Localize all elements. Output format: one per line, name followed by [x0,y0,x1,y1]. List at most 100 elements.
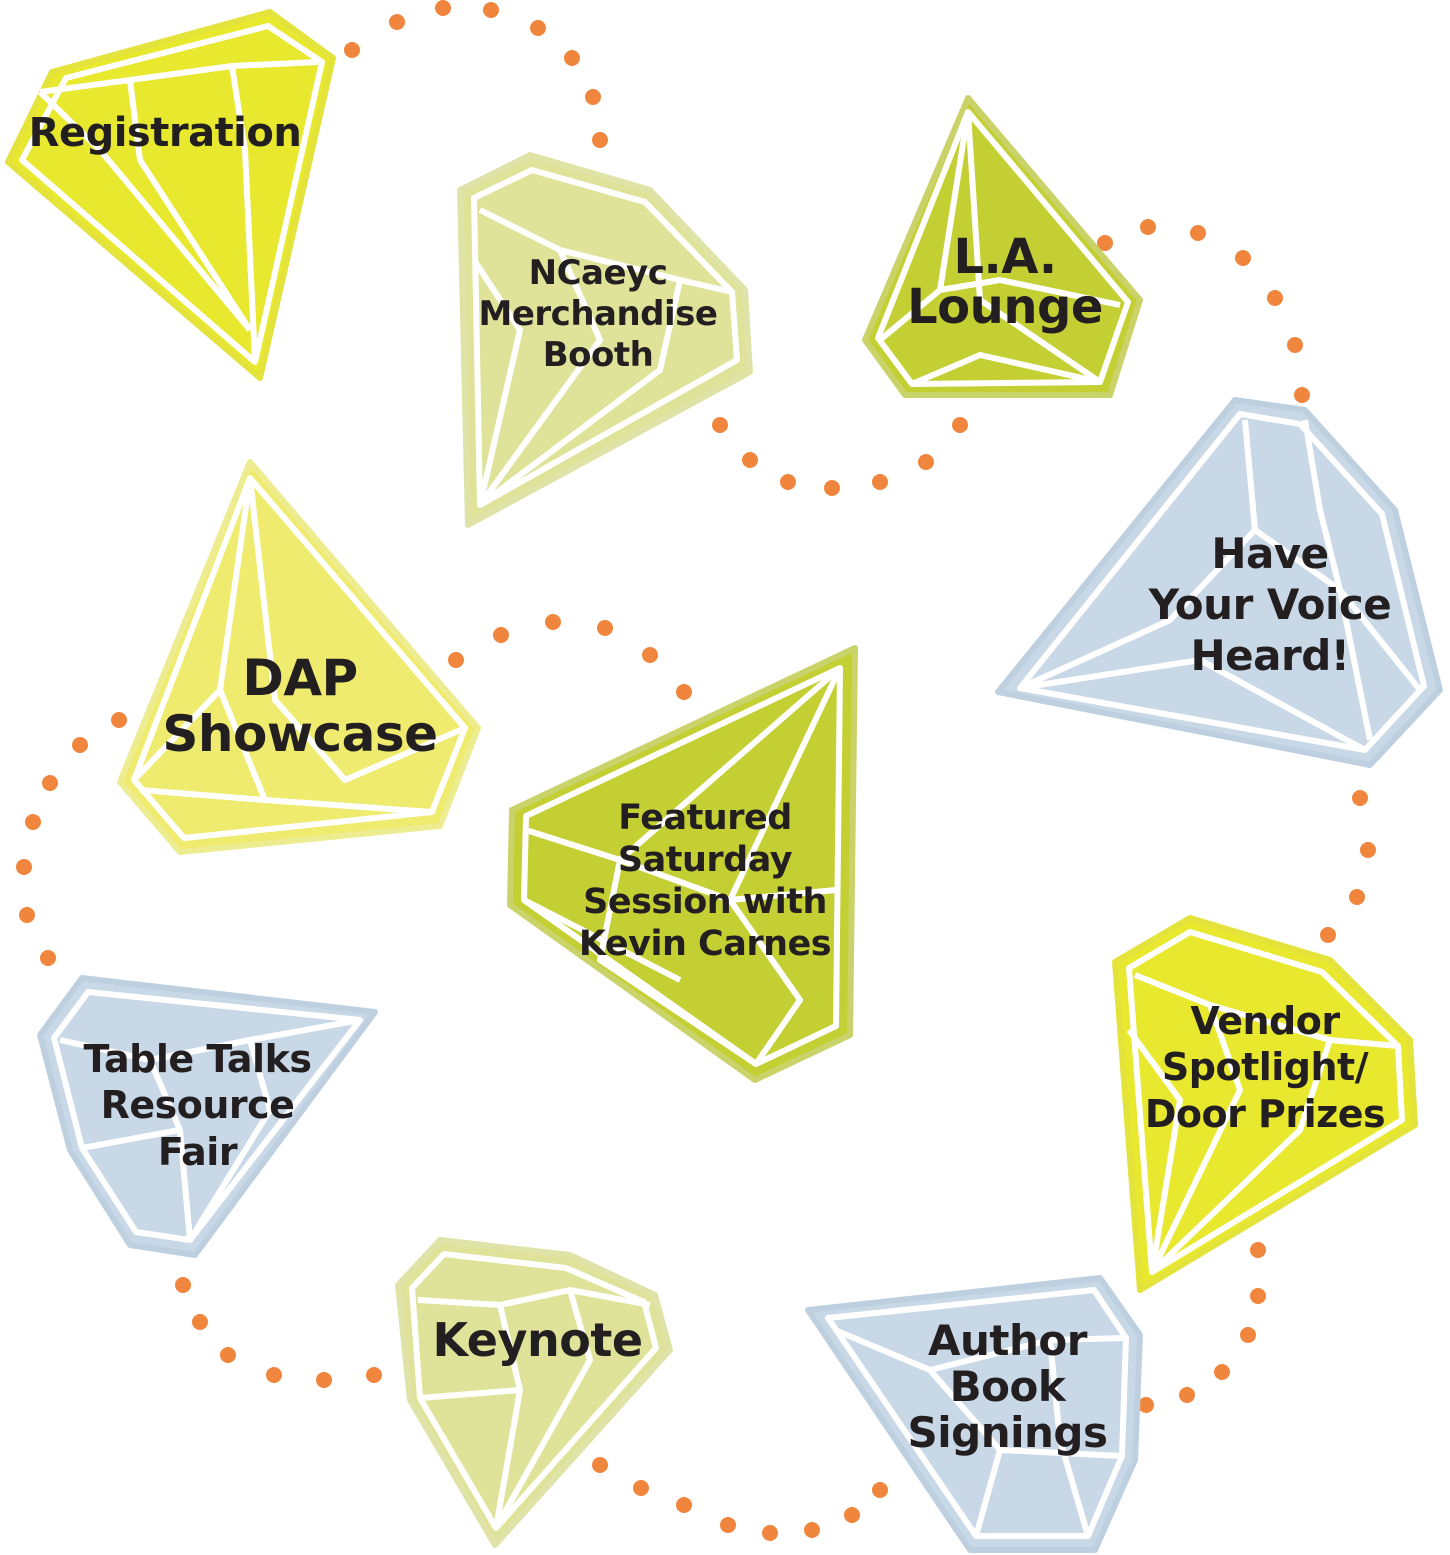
path-dot [1235,250,1251,266]
path-dot [344,42,360,58]
path-dot [804,1522,820,1538]
path-dot [1360,842,1376,858]
path-dot [1250,1242,1266,1258]
gem-table-talks [37,975,378,1258]
label-line: Spotlight/ [1161,1045,1369,1090]
path-dot [545,614,561,630]
path-dot [530,20,546,36]
label-line: Session with [583,882,827,922]
path-dot [712,417,728,433]
label-line: Showcase [162,705,438,763]
label-line: Author [928,1316,1087,1365]
path-dot [952,417,968,433]
path-dot [316,1372,332,1388]
path-dot [435,0,451,16]
path-dot [585,89,601,105]
gem-label-voice: Have Your Voice Heard! [1120,528,1420,682]
path-dot [1190,225,1206,241]
path-dot [592,132,608,148]
label-line: Heard! [1190,631,1350,681]
label-line: Merchandise [478,293,718,334]
label-line: Fair [157,1129,238,1174]
label-line: Table Talks [83,1037,312,1081]
path-dot [676,684,692,700]
label-line: L.A. [953,229,1057,285]
path-dot [266,1367,282,1383]
gem-voice [995,397,1443,768]
path-dot [389,14,405,30]
path-dot [1267,290,1283,306]
gem-lounge [862,95,1143,398]
path-dot [633,1480,649,1496]
path-dot [19,907,35,923]
path-dot [220,1347,236,1363]
path-dot [1352,790,1368,806]
path-dot [1140,219,1156,235]
path-dot [824,480,840,496]
path-dot [872,474,888,490]
path-dot [592,1457,608,1473]
path-dot [642,647,658,663]
path-dot [1320,927,1336,943]
path-dot [111,712,127,728]
label-line: Your Voice [1148,580,1392,630]
label-line: Door Prizes [1144,1091,1386,1136]
path-dot [16,859,32,875]
gem-registration [5,9,336,381]
gem-author [805,1275,1143,1553]
path-dot [1240,1327,1256,1343]
label-line: Book [949,1362,1066,1412]
path-dot [844,1507,860,1523]
gem-merchandise [457,152,753,528]
gem-label-table-talks: Table Talks Resource Fair [55,1036,340,1175]
path-dot [1214,1364,1230,1380]
path-dot [1179,1387,1195,1403]
label-line: Featured [618,798,792,838]
gem-vendor [1112,915,1418,1293]
label-line: NCaeyc [528,253,668,293]
dotted-path [16,0,1376,1541]
path-dot [1287,337,1303,353]
label-line: Have [1211,529,1329,578]
path-dot [72,737,88,753]
path-dot [448,652,464,668]
path-dot [762,1525,778,1541]
path-dot [918,454,934,470]
path-dot [780,474,796,490]
label-line: Keynote [432,1313,643,1367]
path-dot [564,50,580,66]
path-dot [25,814,41,830]
label-line: Resource [100,1083,295,1128]
label-line: Vendor [1190,999,1340,1043]
label-line: Signings [907,1408,1108,1458]
gem-dap [117,459,481,855]
gem-label-keynote: Keynote [410,1313,665,1367]
path-dot [42,775,58,791]
path-dot [1349,889,1365,905]
gem-featured [507,645,858,1083]
gem-label-vendor: Vendor Spotlight/ Door Prizes [1125,998,1405,1137]
gem-keynote [395,1237,673,1548]
path-dot [40,950,56,966]
path-dot [192,1314,208,1330]
path-dot [1097,235,1113,251]
gem-label-dap: DAP Showcase [140,650,460,762]
label-line: Lounge [907,279,1103,336]
label-line: DAP [242,649,358,707]
path-dot [872,1482,888,1498]
path-dot [742,452,758,468]
path-dot [483,2,499,18]
path-dot [597,620,613,636]
gem-label-featured: Featured Saturday Session with Kevin Car… [555,797,855,965]
label-line: Registration [28,110,302,156]
path-dot [720,1517,736,1533]
label-line: Saturday [617,840,793,880]
path-dot [1250,1288,1266,1304]
gem-label-merchandise: NCaeyc Merchandise Booth [458,253,738,375]
path-dot [493,627,509,643]
label-line: Kevin Carnes [578,924,832,964]
gem-label-lounge: L.A. Lounge [880,232,1130,333]
label-line: Booth [542,334,654,375]
path-dot [175,1277,191,1293]
